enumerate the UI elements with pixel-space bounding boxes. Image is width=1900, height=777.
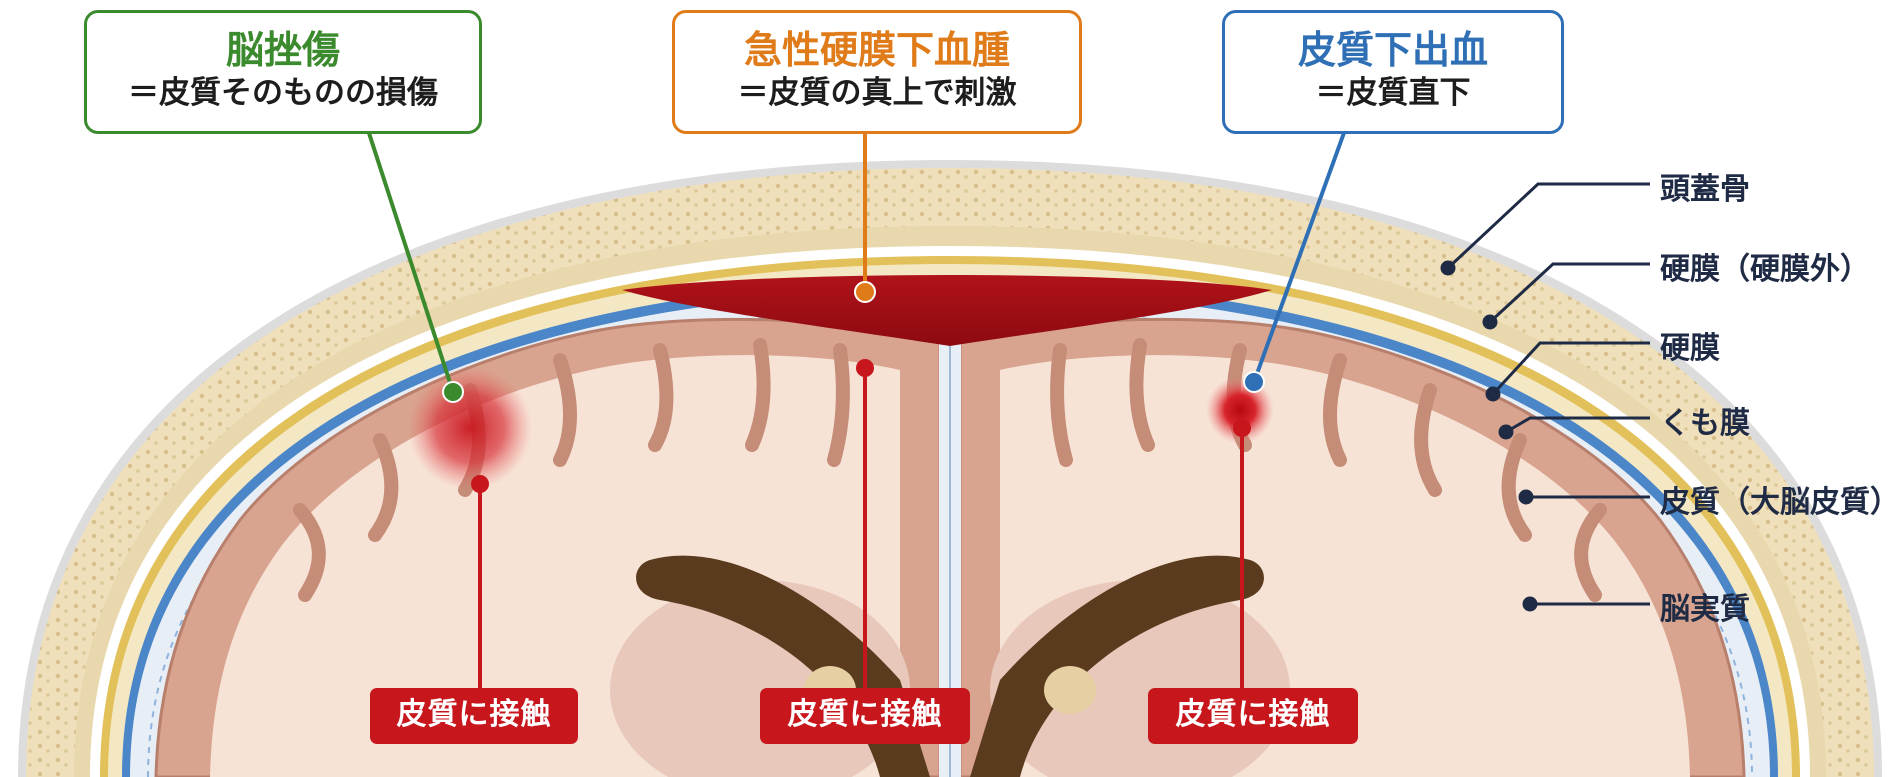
contusion-subtitle: ＝皮質そのものの損傷 — [87, 73, 479, 113]
subcortical-hemorrhage-callout: 皮質下出血 ＝皮質直下 — [1222, 10, 1564, 134]
contusion-title: 脳挫傷 — [87, 27, 479, 73]
label-cortex: 皮質（大脳皮質） — [1660, 477, 1900, 521]
label-dura: 硬膜 — [1660, 323, 1720, 367]
subdural-hematoma-callout: 急性硬膜下血腫 ＝皮質の真上で刺激 — [672, 10, 1082, 134]
contusion-callout: 脳挫傷 ＝皮質そのものの損傷 — [84, 10, 482, 134]
cortex-contact-badge-left: 皮質に接触 — [370, 688, 578, 744]
subdural-hematoma-subtitle: ＝皮質の真上で刺激 — [675, 73, 1079, 113]
cortex-contact-badge-center: 皮質に接触 — [760, 688, 970, 744]
subdural-hematoma-title: 急性硬膜下血腫 — [675, 27, 1079, 73]
subcortical-hemorrhage-subtitle: ＝皮質直下 — [1225, 73, 1561, 113]
contusion-lesion — [408, 366, 532, 490]
subcortical-hemorrhage-title: 皮質下出血 — [1225, 27, 1561, 73]
label-epidural: 硬膜（硬膜外） — [1660, 244, 1870, 288]
cortex-contact-badge-right: 皮質に接触 — [1148, 688, 1358, 744]
label-skull: 頭蓋骨 — [1660, 164, 1750, 208]
label-arachnoid: くも膜 — [1660, 398, 1750, 442]
label-parenchyma: 脳実質 — [1660, 584, 1750, 628]
